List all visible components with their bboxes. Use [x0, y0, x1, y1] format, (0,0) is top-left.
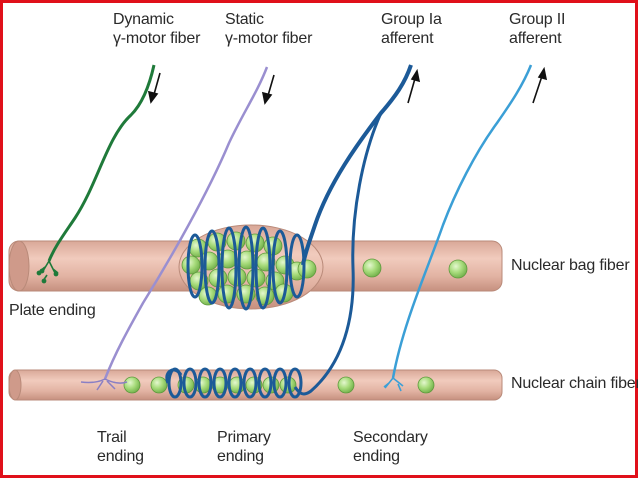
up-arrow-icon — [532, 66, 548, 104]
arrow-icons — [147, 66, 548, 105]
secondary-ending-label-line1: Secondary — [353, 429, 428, 446]
dynamic-fiber-label-line1: Dynamic — [113, 11, 174, 28]
secondary-ending-branches — [383, 377, 404, 392]
group-ia-label: Group Ia afferent — [381, 10, 442, 48]
primary-ending-label-line2: ending — [217, 448, 264, 465]
primary-ending-chain-coil — [165, 367, 303, 399]
dynamic-fiber-label-line2: γ-motor fiber — [113, 30, 201, 47]
static-fiber-label-line1: Static — [225, 11, 264, 28]
secondary-ending-label-line2: ending — [353, 448, 400, 465]
group-ia-label-line2: afferent — [381, 30, 434, 47]
static-gamma-motor-fiber — [80, 66, 269, 391]
secondary-ending-label: Secondary ending — [353, 428, 428, 466]
dynamic-gamma-motor-fiber — [36, 64, 156, 284]
group-ii-afferent — [383, 64, 533, 392]
down-arrow-icon — [147, 72, 161, 104]
static-fiber-label: Static γ-motor fiber — [225, 10, 312, 48]
nuclear-chain-label: Nuclear chain fiber — [511, 375, 638, 392]
plate-ending-label: Plate ending — [9, 302, 96, 319]
nuclear-bag-label: Nuclear bag fiber — [511, 257, 630, 274]
static-fiber-label-line2: γ-motor fiber — [225, 30, 313, 47]
up-arrow-icon — [407, 68, 421, 104]
group-ia-afferent — [293, 64, 413, 396]
primary-ending-label: Primary ending — [217, 428, 271, 466]
plate-ending-branches — [36, 260, 59, 284]
trail-ending-label-line2: ending — [97, 448, 144, 465]
group-ii-label-line1: Group II — [509, 11, 566, 28]
primary-ending-bag-spiral — [186, 225, 306, 311]
muscle-spindle-diagram — [8, 64, 548, 401]
group-ii-label: Group II afferent — [509, 10, 565, 48]
group-ia-label-line1: Group Ia — [381, 11, 442, 28]
trail-ending-label: Trail ending — [97, 428, 144, 466]
primary-ending-label-line1: Primary — [217, 429, 271, 446]
trail-ending-label-line1: Trail — [97, 429, 127, 446]
down-arrow-icon — [261, 74, 275, 105]
dynamic-fiber-label: Dynamic γ-motor fiber — [113, 10, 200, 48]
group-ii-label-line2: afferent — [509, 30, 562, 47]
trail-ending-branches — [80, 378, 128, 391]
